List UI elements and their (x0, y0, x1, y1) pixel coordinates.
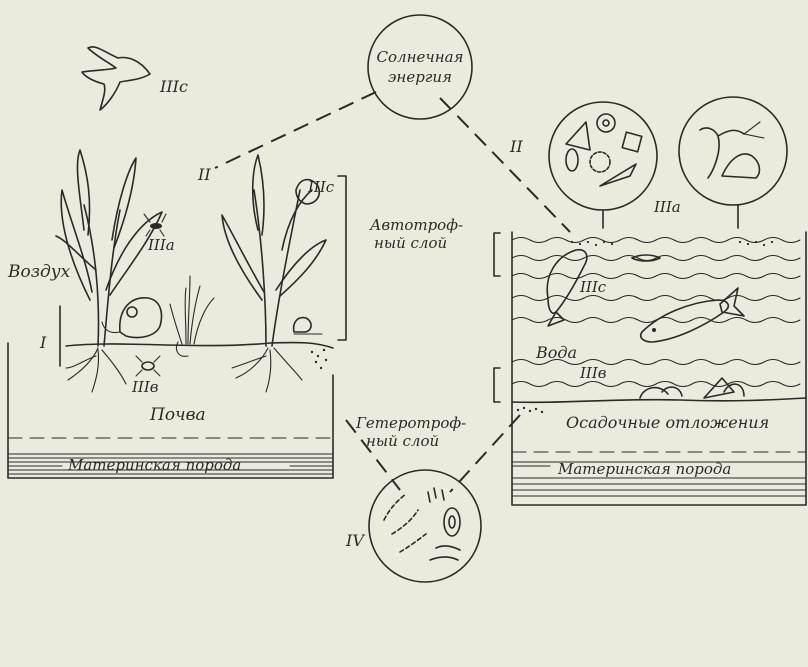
layer-labels: Автотроф- ный слой Гетеротроф- ный слой … (355, 137, 523, 450)
bird-label: IIIc (159, 77, 188, 96)
decomposers-circle (369, 470, 481, 582)
producer-label-left: II (197, 165, 211, 184)
fish-2-tail (720, 288, 744, 316)
bacteria-oval-core (449, 516, 455, 528)
bacteria-chains (430, 546, 460, 560)
heterotroph-label-line1: Гетеротроф- (355, 414, 466, 432)
decomposers-label: IV (345, 531, 365, 550)
sun-label-line1: Солнечная (377, 48, 464, 66)
bacteria-oval (444, 508, 460, 536)
left-plant-stem-2 (104, 210, 120, 346)
sun-to-land-line (215, 92, 376, 168)
phytoplankton-circle (549, 102, 657, 210)
autotroph-bracket-right (494, 233, 500, 276)
mouse-body (120, 298, 162, 338)
air-label: Воздух (7, 262, 71, 282)
autotroph-bracket-left (338, 176, 346, 340)
zooplankton-circle (679, 97, 787, 205)
plankton-ring (597, 114, 615, 132)
pond-bottom-line (512, 398, 806, 402)
water-label: Вода (535, 343, 577, 362)
filament-bacteria (384, 494, 426, 552)
copepod-antennae (744, 122, 764, 138)
fish-label: IIIc (579, 278, 607, 296)
plankton-label: IIIa (653, 198, 681, 216)
producer-label-right: II (509, 137, 523, 156)
beetle-legs (136, 356, 160, 376)
mouse-icon (102, 298, 162, 338)
left-grass-plant-icon (56, 150, 162, 392)
bacteria-rods (428, 488, 444, 502)
right-plant-stem-2 (272, 190, 300, 346)
autotroph-label-line1: Автотроф- (369, 216, 463, 234)
right-plant-roots (232, 348, 302, 392)
phytoplankton-outline (549, 102, 657, 210)
heterotroph-label-line2: ный слой (366, 432, 439, 450)
plankton-oval (566, 149, 578, 171)
left-plant-leaf-1 (61, 190, 92, 300)
copepod-2 (722, 154, 759, 178)
shell-3 (704, 378, 734, 398)
snail-shell (294, 318, 311, 332)
solar-energy-circle: Солнечная энергия (368, 15, 472, 119)
bird-icon: IIIc (82, 47, 188, 110)
bedrock-left-label: Материнская порода (67, 456, 241, 474)
plant-bird-label: IIIc (307, 178, 335, 196)
soil-microbes-dots (311, 349, 327, 369)
fish-icon-2 (641, 288, 744, 342)
copepod-1 (700, 128, 744, 178)
decomposers-outline (369, 470, 481, 582)
insect-label: IIIa (147, 236, 175, 254)
soil-fauna-label: IIIв (131, 378, 159, 396)
land-ecosystem: Материнская порода Почва Воздух I IIIa (7, 150, 346, 478)
snail-icon (294, 318, 322, 334)
heterotroph-bracket-right (494, 368, 500, 402)
grass-tuft-icon (170, 276, 214, 356)
left-plant-roots (66, 348, 126, 392)
insect-icon (144, 214, 166, 236)
benthic-shells (640, 378, 744, 398)
surface-plankton-dots (571, 241, 773, 246)
right-plant-leaf-3 (276, 240, 326, 296)
shell-4 (724, 384, 744, 396)
diatom-triangle (566, 122, 590, 150)
autotroph-label-line2: ный слой (374, 234, 447, 252)
zooplankton-outline (679, 97, 787, 205)
beetle-icon (136, 356, 160, 376)
plankton-radiolarian (590, 152, 610, 172)
fish-2-eye (652, 328, 656, 332)
bedrock-right-label: Материнская порода (557, 460, 731, 478)
pond-ecosystem: IIIc Вода IIIв Осадочные отложения Ма (494, 232, 806, 505)
sediment-microbes-dots (517, 407, 543, 413)
layer-I-label: I (39, 333, 47, 352)
bird-shape (82, 47, 150, 110)
beetle-body (142, 362, 154, 370)
grass-tuft-blades (170, 276, 214, 344)
sun-circle-outline (368, 15, 472, 119)
sun-label-line2: энергия (388, 68, 452, 86)
insect-body (150, 223, 162, 229)
benthos-label: IIIв (579, 364, 607, 382)
mouse-ear (127, 307, 137, 317)
sediment-label: Осадочные отложения (566, 413, 769, 432)
left-plant-stem (84, 205, 98, 346)
plankton-ring-core (603, 120, 609, 126)
soil-label: Почва (149, 405, 206, 425)
plankton-square (622, 132, 642, 152)
plankton-rod (600, 164, 636, 186)
soil-surface-line (66, 343, 333, 348)
right-plant-leaf-4 (282, 190, 312, 250)
